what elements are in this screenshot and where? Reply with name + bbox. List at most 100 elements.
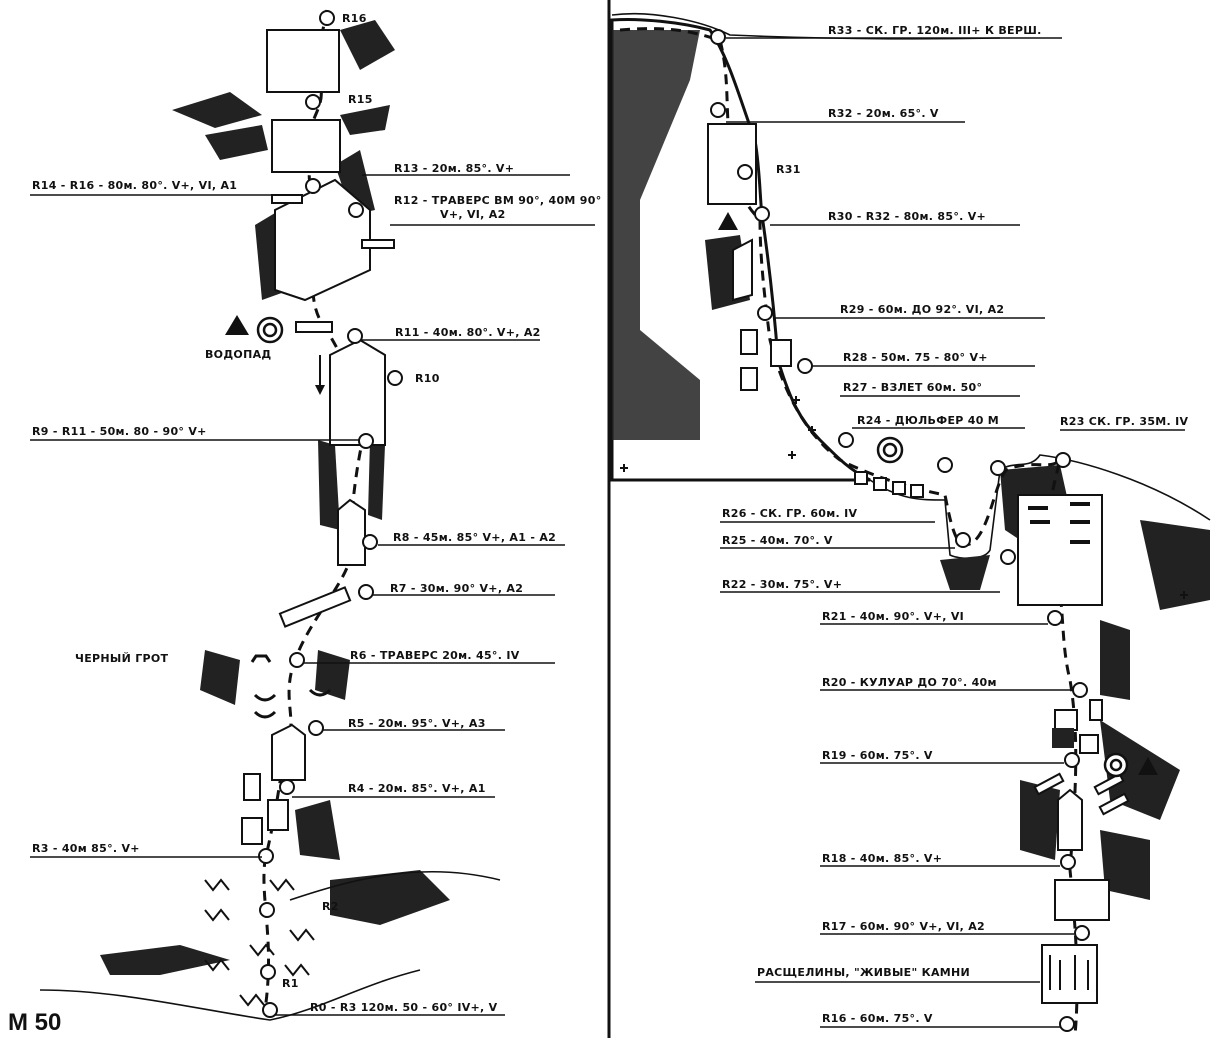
belay-station: [1000, 549, 1016, 565]
belay-station: [259, 902, 275, 918]
bivouac-triangle-icon: [225, 315, 249, 335]
rock-patch: [340, 20, 395, 70]
left-panel: R16 R15 R14 - R16 - 80м. 80°. V+, VI, A1…: [8, 9, 601, 1036]
belay-stations-left: [258, 10, 403, 1018]
label-r14: R14 - R16 - 80м. 80°. V+, VI, A1: [32, 179, 237, 192]
rock-patch: [200, 650, 240, 705]
block: [267, 799, 289, 831]
ground-line: [39, 969, 421, 1021]
belay-station: [258, 848, 274, 864]
label-r30: R30 - R32 - 80м. 85°. V+: [828, 210, 986, 223]
block: [740, 329, 758, 355]
belay-station: [279, 779, 295, 795]
label-rassh: РАСЩЕЛИНЫ, "ЖИВЫЕ" КАМНИ: [757, 966, 970, 979]
belay-station: [1055, 452, 1071, 468]
belay-station: [358, 584, 374, 600]
belay-station: [990, 460, 1006, 476]
rock-patch: [100, 945, 230, 975]
label-r19: R19 - 60м. 75°. V: [822, 749, 933, 762]
crack-r30: [732, 238, 753, 302]
left-rock-shading: [100, 20, 450, 975]
label-r21: R21 - 40м. 90°. V+, VI: [822, 610, 964, 623]
label-r32: R32 - 20м. 65°. V: [828, 107, 939, 120]
cliff-shading: [612, 30, 700, 440]
snow-mark: [1180, 591, 1188, 599]
grass-tuft: [289, 928, 315, 942]
ledge-mark: [1070, 520, 1090, 524]
belay-station: [319, 10, 335, 26]
grotto-arc: [250, 654, 272, 663]
rock-block-r17: [1054, 879, 1110, 921]
label-r18: R18 - 40м. 85°. V+: [822, 852, 942, 865]
stone: [1033, 772, 1065, 796]
ledge-mark: [1030, 520, 1050, 524]
belay-station: [358, 433, 374, 449]
belay-station: [289, 652, 305, 668]
label-r4: R4 - 20м. 85°. V+, A1: [348, 782, 486, 795]
rock-face-r22: [1017, 494, 1103, 606]
label-r23: R23 СК. ГР. 35М. IV: [1060, 415, 1189, 428]
label-r29: R29 - 60м. ДО 92°. VI, A2: [840, 303, 1004, 316]
grass-tuft: [204, 958, 230, 972]
block: [1079, 734, 1099, 754]
block: [1054, 709, 1078, 731]
steps-r26: [854, 471, 924, 498]
label-r5: R5 - 20м. 95°. V+, A3: [348, 717, 486, 730]
label-r20: R20 - КУЛУАР ДО 70°. 40м: [822, 676, 997, 689]
dihedral-r12: [274, 178, 371, 302]
climbing-route-upper: [619, 27, 1079, 1036]
snow-mark: [792, 396, 800, 404]
ledge: [361, 239, 395, 249]
label-r3: R3 - 40м 85°. V+: [32, 842, 140, 855]
ledge: [271, 194, 303, 204]
dark-block: [1052, 728, 1074, 748]
climbing-route: [262, 9, 367, 1011]
belay-station: [757, 305, 773, 321]
label-vodopad: ВОДОПАД: [205, 348, 272, 361]
label-r6: R6 - ТРАВЕРС 20м. 45°. IV: [350, 649, 520, 662]
belay-stations-right: [710, 29, 1090, 1032]
belay-station: [362, 534, 378, 550]
grotto-arc: [253, 693, 277, 702]
label-r1: R1: [282, 977, 299, 990]
label-r15: R15: [348, 93, 373, 106]
belay-station: [1059, 1016, 1075, 1032]
ledge: [295, 321, 333, 333]
belay-station: [1072, 682, 1088, 698]
belay-station: [260, 964, 276, 980]
label-r33: R33 - СК. ГР. 120м. III+ К ВЕРШ.: [828, 24, 1042, 37]
right-panel: R33 - СК. ГР. 120м. III+ К ВЕРШ. R32 - 2…: [610, 12, 1211, 1036]
block: [1089, 699, 1103, 721]
rock-block-r15: [266, 29, 340, 93]
rock-patch: [1140, 520, 1210, 610]
rock-patch: [368, 440, 385, 520]
stone: [1098, 792, 1130, 816]
snow-mark: [788, 451, 796, 459]
block: [770, 339, 792, 367]
loose-rock-marks: [1049, 955, 1089, 990]
belay-station: [1047, 610, 1063, 626]
scale-label: M 50: [8, 1009, 61, 1036]
bivouac-triangle-icon: [1138, 757, 1158, 775]
belay-station: [737, 164, 753, 180]
belay-station: [347, 328, 363, 344]
block: [243, 773, 261, 801]
belay-station: [797, 358, 813, 374]
rock-patch: [340, 105, 390, 135]
label-r22: R22 - 30м. 75°. V+: [722, 578, 842, 591]
label-r10: R10: [415, 372, 440, 385]
rock-patch: [1100, 830, 1150, 900]
block: [740, 367, 758, 391]
label-r11: R11 - 40м. 80°. V+, A2: [395, 326, 541, 339]
label-r26: R26 - СК. ГР. 60м. IV: [722, 507, 858, 520]
ledge-mark: [1028, 506, 1048, 510]
rock-patch: [318, 440, 340, 530]
flow-arrow-head: [315, 385, 325, 395]
rock-block-r31: [707, 123, 757, 205]
belay-station: [305, 94, 321, 110]
grass-tuft: [269, 878, 295, 892]
grass-tuft: [239, 993, 265, 1007]
label-r9: R9 - R11 - 50м. 80 - 90° V+: [32, 425, 207, 438]
ledge-mark: [1070, 540, 1090, 544]
belay-station: [955, 532, 971, 548]
